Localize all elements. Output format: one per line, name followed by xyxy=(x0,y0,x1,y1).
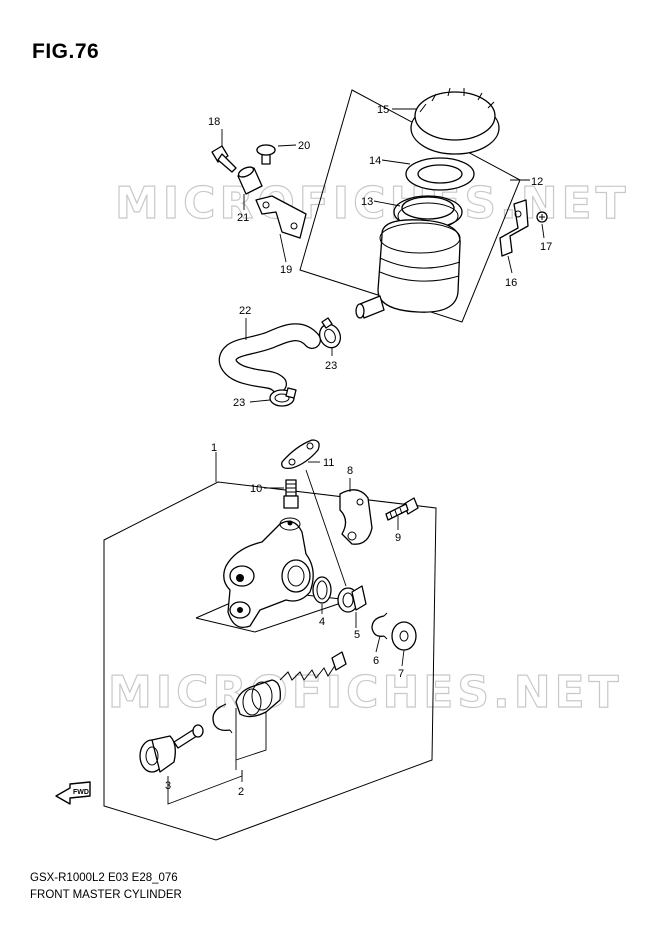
reservoir-holder xyxy=(255,195,307,239)
callout-7: 7 xyxy=(398,668,404,680)
reservoir-bolt xyxy=(211,145,237,173)
diaphragm-plate xyxy=(405,157,475,191)
callout-10: 10 xyxy=(250,483,262,495)
dust-boot xyxy=(139,735,176,773)
hose-clamp-lower xyxy=(269,387,297,407)
callout-18: 18 xyxy=(208,116,220,128)
dust-washer xyxy=(391,621,417,651)
reservoir-hose xyxy=(218,323,321,393)
reservoir-connector xyxy=(337,585,367,613)
reservoir-bracket xyxy=(499,199,529,257)
callout-13: 13 xyxy=(361,196,373,208)
callout-8: 8 xyxy=(347,465,353,477)
piston-cup xyxy=(235,679,281,718)
hose-clamp-upper xyxy=(318,317,342,349)
callout-23-lower: 23 xyxy=(233,397,245,409)
callout-6: 6 xyxy=(373,655,379,667)
figure-title: FIG.76 xyxy=(32,40,100,63)
model-code: GSX-R1000L2 E03 E28_076 xyxy=(30,872,178,884)
holder-bolt xyxy=(385,497,419,521)
forward-arrow: FWD xyxy=(55,781,91,805)
o-ring xyxy=(312,576,332,604)
callout-19: 19 xyxy=(280,264,292,276)
callout-11: 11 xyxy=(323,457,334,469)
circlip-small xyxy=(371,612,388,640)
callout-21: 21 xyxy=(237,212,249,224)
master-cylinder-group-outline xyxy=(103,481,437,841)
callout-15: 15 xyxy=(377,104,389,116)
callout-9: 9 xyxy=(395,532,401,544)
callout-5: 5 xyxy=(354,629,360,641)
piston-spring xyxy=(279,651,347,681)
collar xyxy=(237,166,263,195)
bracket-screw xyxy=(536,211,548,223)
callout-3: 3 xyxy=(165,780,171,792)
circlip-large xyxy=(212,703,233,734)
callout-12: 12 xyxy=(531,176,543,188)
piston-rod xyxy=(173,724,204,749)
watermark-bottom: MICROFICHES.NET xyxy=(108,667,623,718)
master-cylinder-holder xyxy=(339,489,373,545)
callout-4: 4 xyxy=(319,616,325,628)
leader-lines xyxy=(167,108,545,805)
callout-labels: 1 2 3 4 5 6 7 8 9 10 11 12 13 14 15 16 1… xyxy=(165,104,552,798)
callout-23-upper: 23 xyxy=(325,360,337,372)
callout-20: 20 xyxy=(298,140,310,152)
callout-22: 22 xyxy=(239,305,251,317)
assembly-name: FRONT MASTER CYLINDER xyxy=(30,889,182,901)
connector-plate xyxy=(281,439,320,470)
callout-16: 16 xyxy=(505,277,517,289)
reservoir-tank xyxy=(355,219,461,319)
reservoir-cap xyxy=(410,87,500,155)
master-cylinder-body xyxy=(223,517,314,629)
forward-arrow-label: FWD xyxy=(73,789,89,796)
union-bolt-fitting xyxy=(283,479,299,509)
mounting-bolt xyxy=(256,144,276,165)
callout-14: 14 xyxy=(369,155,381,167)
callout-1: 1 xyxy=(211,442,217,454)
callout-2: 2 xyxy=(238,786,244,798)
callout-17: 17 xyxy=(540,241,552,253)
